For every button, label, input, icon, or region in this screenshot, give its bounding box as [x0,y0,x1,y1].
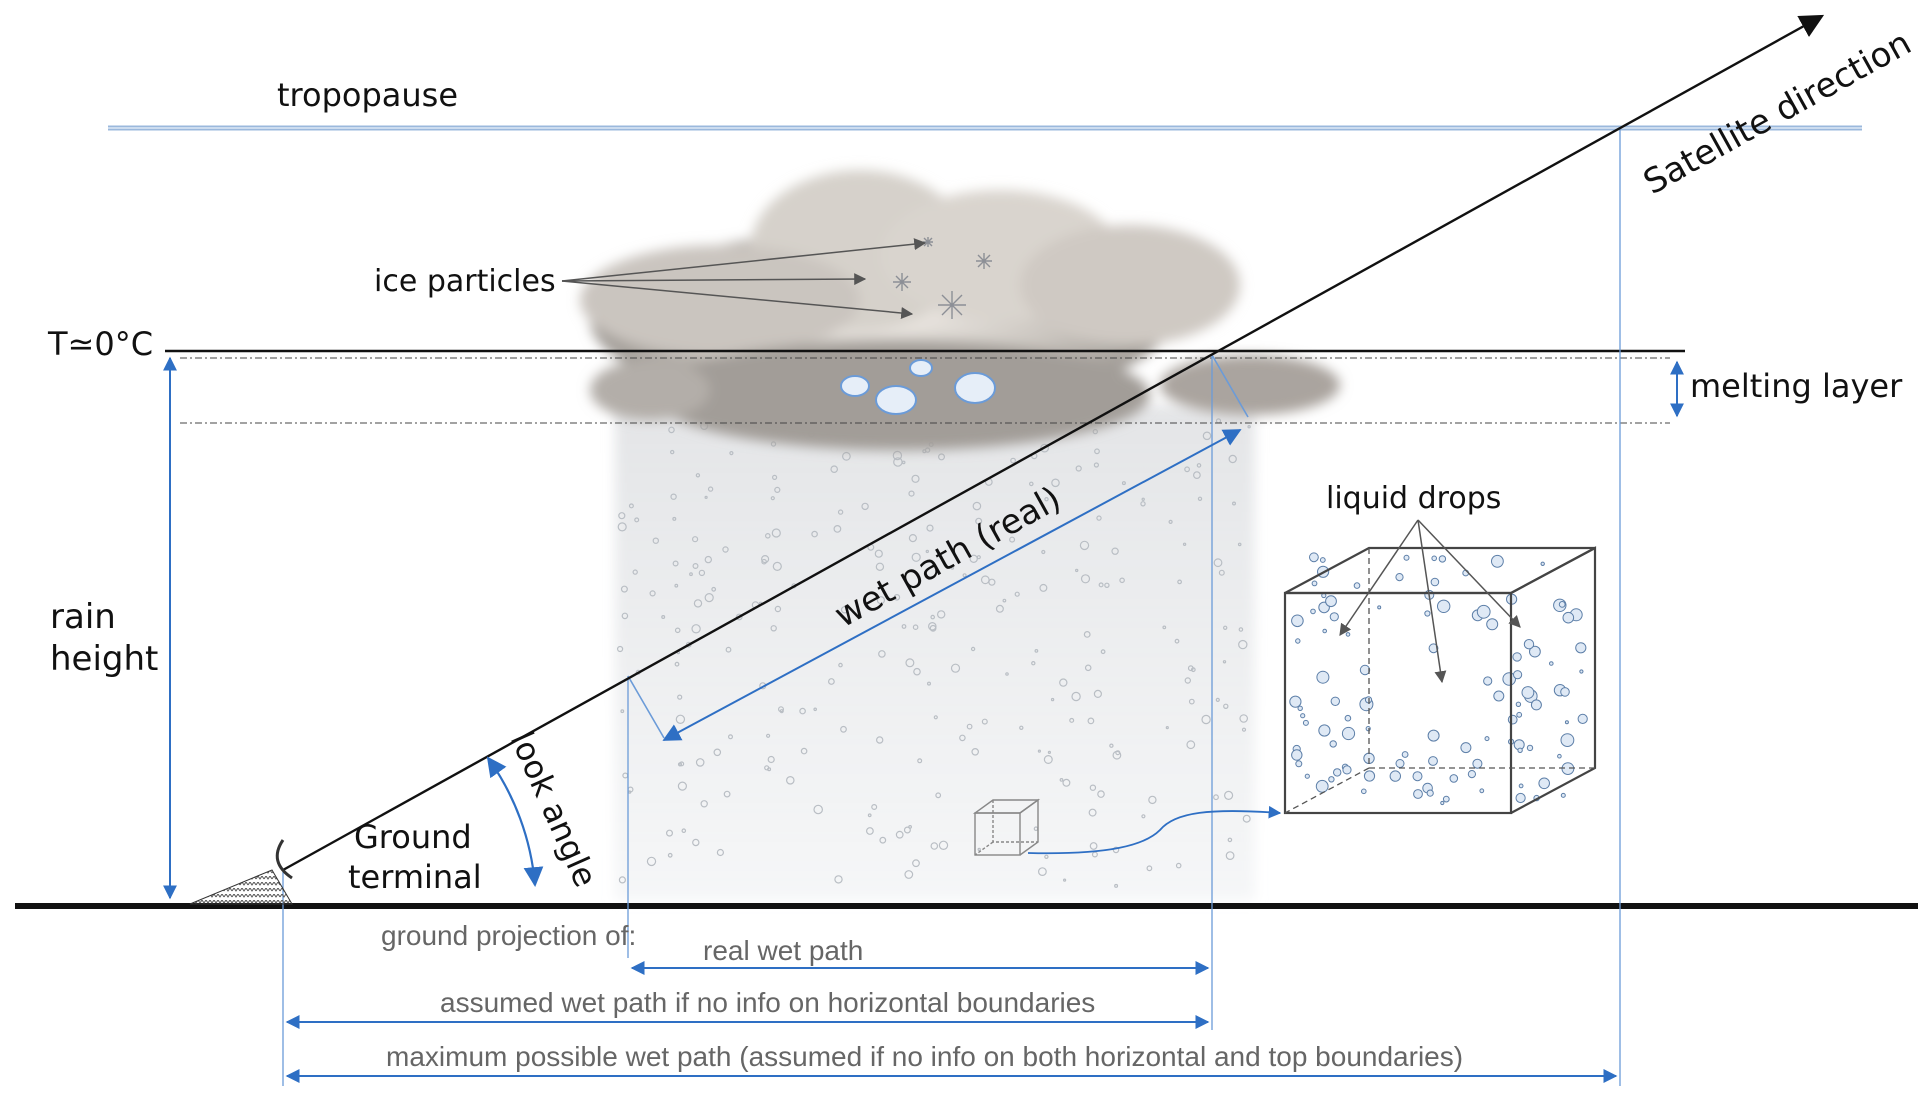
wet-path-ticks [627,354,1249,739]
rain-drops-icon [615,405,1255,900]
wet-path-real-arrow [662,429,1242,741]
liquid-drops-pointers [1339,519,1521,684]
ice-particles-pointers [561,238,927,319]
ground-projection-label: ground projection of: [381,920,636,951]
satellite-direction-label: Satellite direction [1637,23,1918,203]
freezing-level-label: T≃0°C [47,325,153,363]
rain-height-label-2: height [50,639,158,679]
small-cube-icon [972,798,1041,856]
rain-height-label-1: rain [50,597,116,637]
melting-particles [840,359,996,415]
zoom-connector-arrow [1027,805,1282,855]
cloud-icon [580,170,1340,450]
tropopause-label: tropopause [277,76,458,114]
look-angle-arc [486,756,544,887]
cube-icon [1283,546,1597,815]
snowflake-icon [893,237,992,319]
assumed-wet-path-label: assumed wet path if no info on horizonta… [440,987,1095,1018]
liquid-drops-label: liquid drops [1326,481,1501,516]
ice-particles-label: ice particles [374,264,556,299]
ground-terminal-label-2: terminal [348,858,482,896]
melting-layer-label: melting layer [1690,367,1903,405]
look-angle-label: look angle [503,726,605,893]
ground-terminal-label-1: Ground [354,818,472,856]
real-wet-path-label: real wet path [703,935,863,966]
maximum-wet-path-label: maximum possible wet path (assumed if no… [386,1041,1463,1072]
ground-terminal-dish-icon [189,839,293,905]
